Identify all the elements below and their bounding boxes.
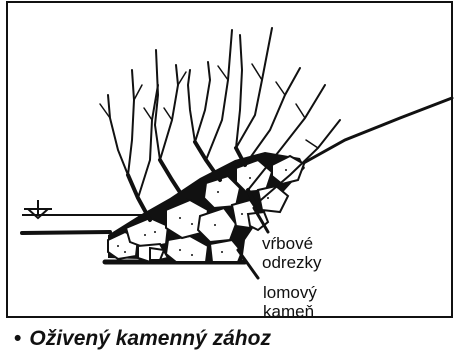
water-level-line	[22, 232, 110, 233]
rubble-stone-label: lomový kameň	[263, 283, 317, 321]
willow-label-line1: vŕbové	[262, 234, 322, 253]
bullet-icon: •	[14, 327, 21, 350]
figure-caption: • Oživený kamenný zához	[14, 327, 271, 351]
willow-cuttings-label: vŕbové odrezky	[262, 234, 322, 272]
stone-label-line2: kameň	[263, 302, 317, 321]
caption-text: Oživený kamenný zához	[29, 327, 271, 350]
willow-label-line2: odrezky	[262, 253, 322, 272]
stone-label-line1: lomový	[263, 283, 317, 302]
bank-slope-line	[300, 98, 452, 165]
